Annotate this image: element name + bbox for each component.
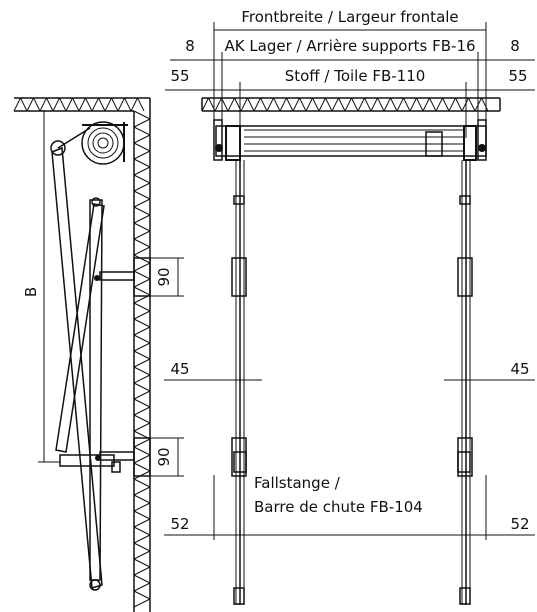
- dim-45-right-label: 45: [510, 360, 529, 378]
- dim-45-left: 45: [164, 360, 262, 381]
- dim-55-left: 55: [170, 67, 189, 85]
- dim-45-left-label: 45: [170, 360, 189, 378]
- side-view: B 90 90: [13, 97, 184, 612]
- front-view: 45 45 52 52 Fallstange / Barre de chute …: [164, 97, 535, 605]
- dim-52: 52 52: [164, 475, 535, 540]
- dim-b-label: B: [22, 287, 40, 297]
- fallstange-label-line1: Fallstange /: [254, 474, 341, 492]
- left-guide: [231, 160, 247, 605]
- wall-brackets: [99, 257, 151, 477]
- dim-55-right: 55: [508, 67, 527, 85]
- side-ceiling: [13, 97, 150, 112]
- dim-90-bottom-label: 90: [155, 447, 173, 466]
- dim-52-left-label: 52: [170, 515, 189, 533]
- dim-90-top-label: 90: [155, 267, 173, 286]
- dim-90-bottom: 90: [150, 437, 184, 477]
- dim-b: B: [22, 110, 60, 463]
- dim-45-right: 45: [444, 360, 535, 381]
- roller-cassette: [50, 121, 128, 165]
- dim-52-right-label: 52: [510, 515, 529, 533]
- fallstange-label-line2: Barre de chute FB-104: [254, 498, 423, 516]
- articulated-arms: [51, 146, 115, 591]
- top-dimensions: Frontbreite / Largeur frontale AK Lager …: [165, 8, 535, 138]
- dim-90-top: 90: [150, 257, 184, 297]
- dim-8-left: 8: [185, 37, 195, 55]
- stoff-label: Stoff / Toile FB-110: [285, 67, 426, 85]
- head-rail: [213, 119, 487, 161]
- side-wall: [133, 98, 151, 612]
- right-guide: [457, 160, 473, 605]
- ak-lager-label: AK Lager / Arrière supports FB-16: [224, 37, 475, 55]
- frontbreite-label: Frontbreite / Largeur frontale: [241, 8, 458, 26]
- front-ceiling: [201, 97, 501, 112]
- dim-8-right: 8: [510, 37, 520, 55]
